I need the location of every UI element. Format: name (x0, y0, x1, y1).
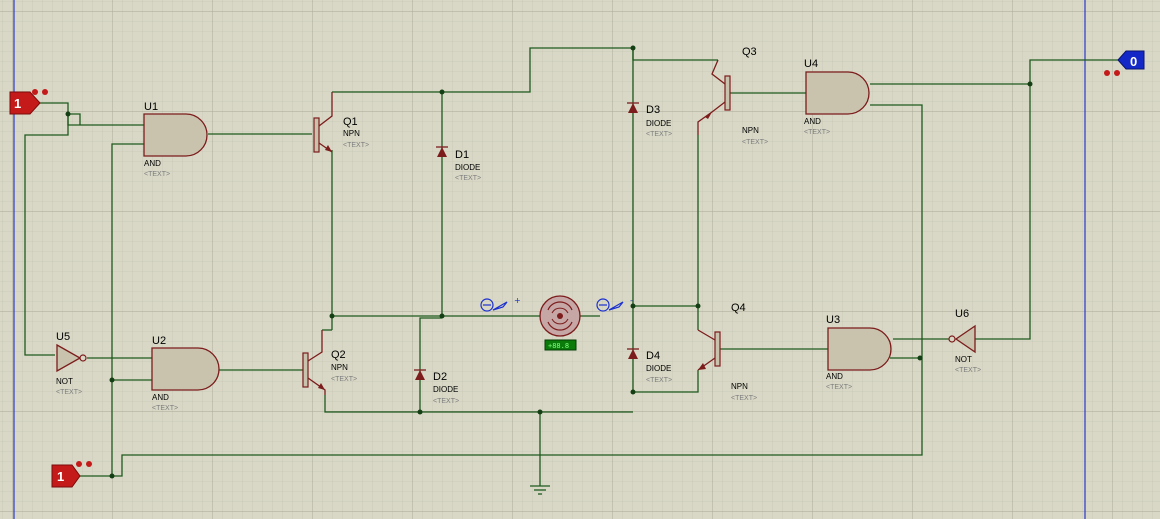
diode-text: <TEXT> (433, 398, 459, 405)
state-led (1104, 70, 1110, 76)
gate-ref: U4 (804, 58, 818, 70)
state-led (1114, 70, 1120, 76)
state-led (86, 461, 92, 467)
diode-type: DIODE (646, 119, 671, 128)
diode-d2[interactable]: D2 DIODE <TEXT> (414, 369, 459, 405)
gate-u5[interactable]: U5 NOT <TEXT> (56, 331, 87, 396)
svg-text:0: 0 (1130, 54, 1137, 69)
state-led (32, 89, 38, 95)
diode-type: DIODE (433, 385, 458, 394)
gate-u4[interactable]: U4 AND <TEXT> (804, 58, 870, 136)
transistor-text: <TEXT> (331, 376, 357, 383)
transistor-type: NPN (331, 363, 348, 372)
diode-d4[interactable]: D4 DIODE <TEXT> (627, 348, 672, 384)
diode-ref: D1 (455, 149, 469, 161)
gate-u6[interactable]: U6 NOT <TEXT> (948, 308, 981, 374)
input-terminal-a[interactable]: 1 (9, 89, 48, 115)
gate-ref: U2 (152, 335, 166, 347)
gate-type: AND (826, 372, 843, 381)
motor-readout: +88.8 (548, 342, 569, 350)
diode-text: <TEXT> (646, 131, 672, 138)
gate-u1[interactable]: U1 AND <TEXT> (143, 101, 208, 178)
gate-ref: U6 (955, 308, 969, 320)
input-terminal-b[interactable]: 1 (51, 461, 92, 488)
transistor-q1[interactable]: Q1 NPN <TEXT> (313, 92, 369, 153)
gate-u3[interactable]: U3 AND <TEXT> (826, 314, 892, 391)
probe-minus[interactable]: - (596, 296, 633, 312)
gate-text: <TEXT> (144, 171, 170, 178)
logic-state-icon (9, 91, 41, 115)
gate-text: <TEXT> (955, 367, 981, 374)
transistor-q3[interactable]: Q3 NPN <TEXT> (697, 46, 768, 146)
probe-icon (596, 298, 610, 312)
state-led (76, 461, 82, 467)
gate-text: <TEXT> (56, 389, 82, 396)
gate-ref: U5 (56, 331, 70, 343)
motor-pin-plus: + (514, 296, 521, 305)
motor-pin-minus: - (630, 296, 633, 305)
transistor-type: NPN (731, 382, 748, 391)
probe-icon (480, 298, 494, 312)
svg-text:1: 1 (57, 469, 64, 484)
probe-plus[interactable]: + (480, 296, 521, 312)
diode-text: <TEXT> (455, 175, 481, 182)
diode-ref: D2 (433, 371, 447, 383)
gate-type: AND (804, 117, 821, 126)
gate-text: <TEXT> (152, 405, 178, 412)
ground-icon (530, 485, 550, 495)
gate-ref: U3 (826, 314, 840, 326)
transistor-ref: Q4 (731, 302, 746, 314)
diode-ref: D3 (646, 104, 660, 116)
wires (24, 47, 1118, 486)
diode-type: DIODE (455, 163, 480, 172)
gate-text: <TEXT> (804, 129, 830, 136)
gate-type: NOT (56, 377, 73, 386)
motor[interactable]: +88.8 (539, 295, 581, 351)
motor-readout-box (544, 339, 577, 351)
transistor-type: NPN (742, 126, 759, 135)
diode-text: <TEXT> (646, 377, 672, 384)
transistor-ref: Q3 (742, 46, 757, 58)
transistor-text: <TEXT> (731, 395, 757, 402)
diode-d1[interactable]: D1 DIODE <TEXT> (436, 146, 481, 182)
gate-u2[interactable]: U2 AND <TEXT> (151, 335, 220, 412)
gate-text: <TEXT> (826, 384, 852, 391)
diode-ref: D4 (646, 350, 660, 362)
transistor-text: <TEXT> (742, 139, 768, 146)
gate-type: AND (152, 393, 169, 402)
gate-type: AND (144, 159, 161, 168)
transistor-q4[interactable]: Q4 NPN <TEXT> (697, 302, 757, 402)
transistor-q2[interactable]: Q2 NPN <TEXT> (302, 330, 357, 395)
svg-text:1: 1 (14, 96, 21, 111)
output-probe[interactable]: 0 (1104, 50, 1145, 76)
logic-state-icon (51, 464, 81, 488)
junctions (65, 45, 1033, 479)
diode-d3[interactable]: D3 DIODE <TEXT> (627, 102, 672, 138)
gate-type: NOT (955, 355, 972, 364)
transistor-ref: Q2 (331, 349, 346, 361)
transistor-text: <TEXT> (343, 142, 369, 149)
transistor-type: NPN (343, 129, 360, 138)
state-led (42, 89, 48, 95)
diode-type: DIODE (646, 364, 671, 373)
gate-ref: U1 (144, 101, 158, 113)
logic-state-icon (1117, 50, 1145, 70)
transistor-ref: Q1 (343, 116, 358, 128)
